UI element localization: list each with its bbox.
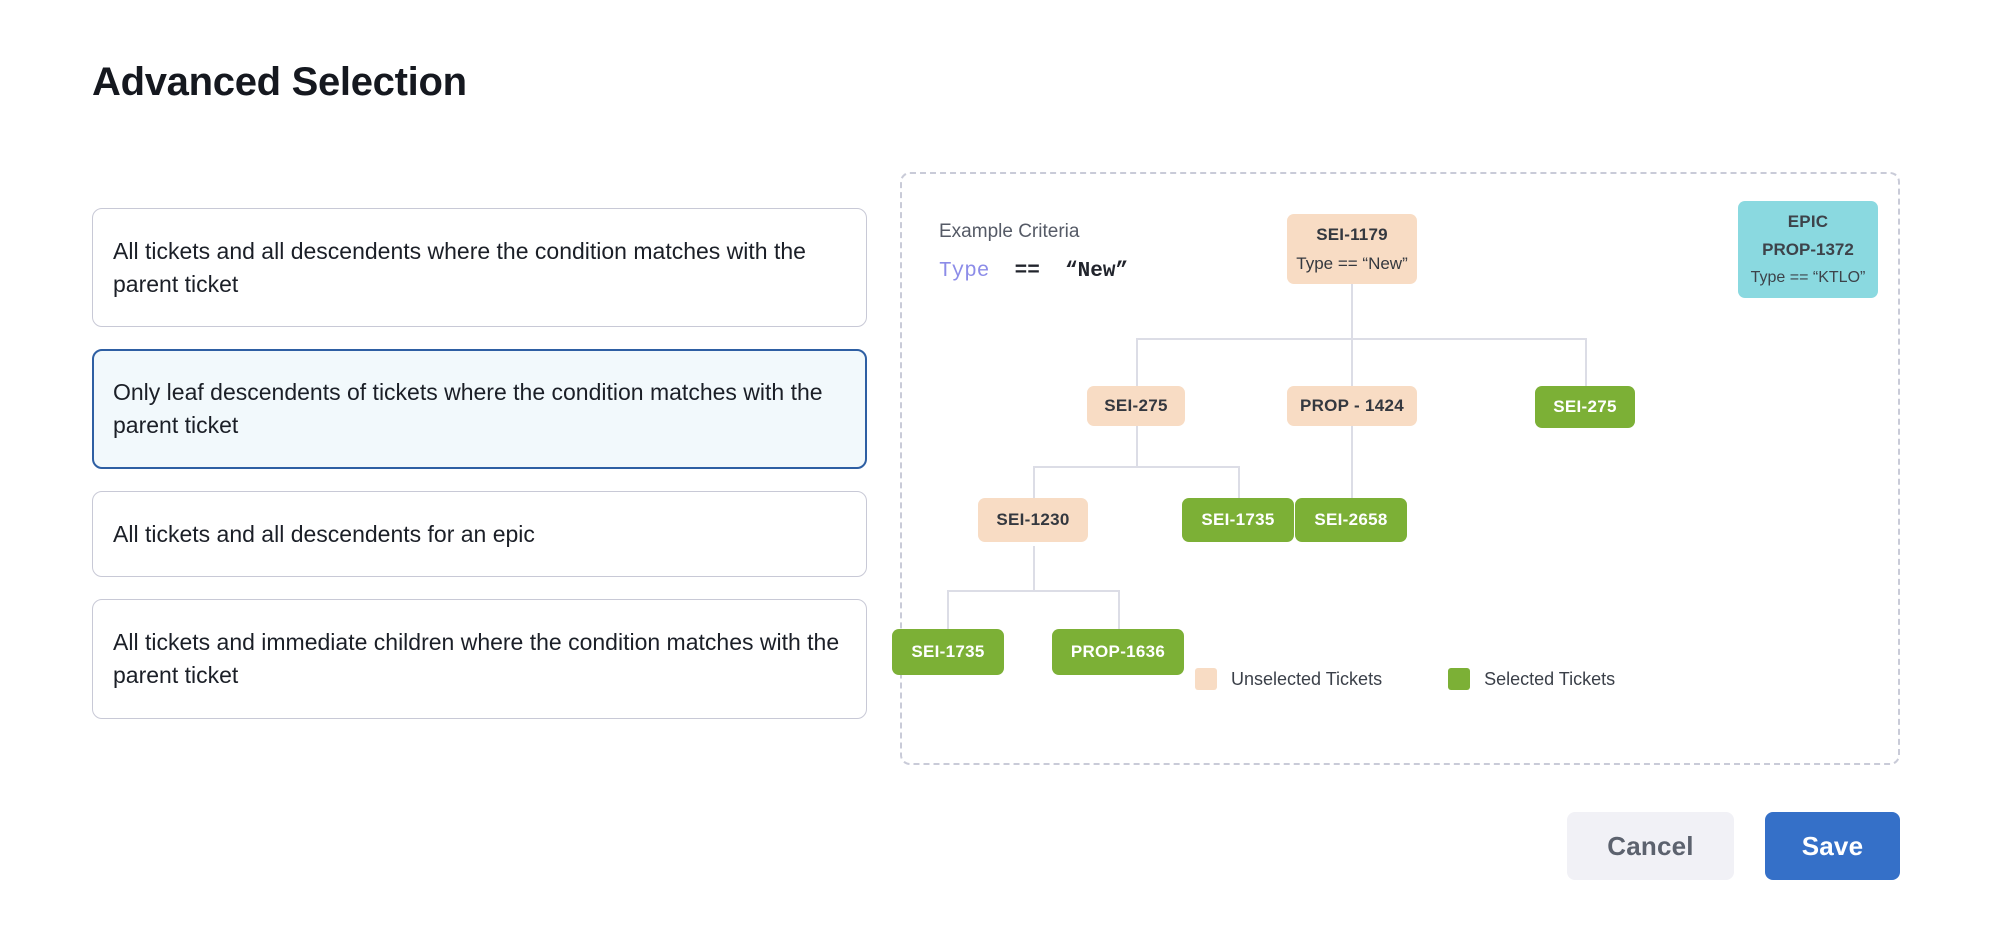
- tree-node-sei-275-b[interactable]: SEI-275: [1535, 386, 1635, 428]
- connector-sei1230-down: [1033, 546, 1035, 592]
- option-label: All tickets and all descendents where th…: [113, 238, 806, 297]
- connector-to-sei1735b: [947, 590, 949, 635]
- connector-sei275a-down: [1136, 421, 1138, 468]
- criteria-field: Type: [939, 260, 990, 283]
- connector-row2-bus: [1136, 338, 1586, 340]
- node-title: SEI-1179: [1316, 224, 1388, 244]
- legend-swatch-unselected-icon: [1195, 668, 1217, 690]
- tree-node-epic-prop-1372[interactable]: EPIC PROP-1372 Type == “KTLO”: [1738, 201, 1878, 298]
- connector-row4-bus: [947, 590, 1119, 592]
- save-button[interactable]: Save: [1765, 812, 1900, 880]
- node-title: SEI-1735: [911, 642, 985, 661]
- tree-node-prop-1636[interactable]: PROP-1636: [1052, 629, 1184, 675]
- connector-to-prop1636: [1118, 590, 1120, 635]
- node-epic-key: PROP-1372: [1762, 240, 1854, 259]
- tree-node-sei-1230[interactable]: SEI-1230: [978, 498, 1088, 542]
- selection-options-list: All tickets and all descendents where th…: [92, 208, 867, 741]
- connector-to-sei275a: [1136, 338, 1138, 388]
- node-title: SEI-275: [1104, 396, 1168, 415]
- legend-label: Selected Tickets: [1484, 668, 1616, 689]
- tree-node-sei-1179[interactable]: SEI-1179 Type == “New”: [1287, 214, 1417, 284]
- tree-node-sei-1735-a[interactable]: SEI-1735: [1182, 498, 1294, 542]
- tree-node-prop-1424[interactable]: PROP - 1424: [1287, 386, 1417, 426]
- option-card-immediate-children-condition[interactable]: All tickets and immediate children where…: [92, 599, 867, 719]
- option-card-all-descendents-epic[interactable]: All tickets and all descendents for an e…: [92, 490, 867, 578]
- node-title: PROP-1636: [1070, 642, 1166, 661]
- connector-row3-bus-left: [1033, 466, 1239, 468]
- legend-item-unselected: Unselected Tickets: [1195, 668, 1382, 690]
- connector-prop1424-to-sei2658: [1351, 421, 1353, 511]
- connector-to-sei1230: [1033, 466, 1035, 511]
- node-title: PROP - 1424: [1299, 396, 1405, 415]
- legend-swatch-selected-icon: [1448, 668, 1471, 690]
- example-diagram-panel: Example Criteria Type == “New” SEI-1179 …: [892, 172, 1900, 765]
- page-title: Advanced Selection: [92, 60, 467, 104]
- connector-to-sei1735a: [1238, 466, 1240, 511]
- tree-node-sei-275-a[interactable]: SEI-275: [1087, 386, 1185, 426]
- criteria-operator: ==: [1014, 260, 1040, 283]
- criteria-expression: Type == “New”: [939, 260, 1128, 283]
- tree-node-sei-2658[interactable]: SEI-2658: [1295, 498, 1407, 542]
- legend-item-selected: Selected Tickets: [1448, 668, 1615, 690]
- option-label: All tickets and immediate children where…: [113, 629, 840, 688]
- node-title: SEI-275: [1553, 397, 1617, 416]
- node-title: SEI-1230: [996, 510, 1070, 529]
- cancel-button[interactable]: Cancel: [1567, 812, 1734, 880]
- node-title: SEI-2658: [1314, 510, 1388, 529]
- legend-label: Unselected Tickets: [1231, 668, 1383, 689]
- option-card-all-descendents-condition[interactable]: All tickets and all descendents where th…: [92, 208, 867, 328]
- diagram-legend: Unselected Tickets Selected Tickets: [1195, 668, 1615, 690]
- criteria-label: Example Criteria: [939, 221, 1080, 242]
- node-epic-condition: Type == “KTLO”: [1750, 269, 1866, 286]
- option-label: Only leaf descendents of tickets where t…: [113, 379, 823, 438]
- connector-root-down: [1351, 280, 1353, 340]
- node-condition: Type == “New”: [1296, 253, 1408, 273]
- criteria-value: “New”: [1065, 260, 1129, 283]
- node-title: SEI-1735: [1201, 510, 1275, 529]
- option-label: All tickets and all descendents for an e…: [113, 520, 535, 547]
- option-card-leaf-descendents-condition[interactable]: Only leaf descendents of tickets where t…: [92, 349, 867, 469]
- connector-to-prop1424: [1351, 338, 1353, 388]
- node-epic-label: EPIC: [1787, 212, 1829, 231]
- tree-node-sei-1735-b[interactable]: SEI-1735: [892, 629, 1004, 675]
- dialog-footer: Cancel Save: [0, 812, 1900, 880]
- connector-to-sei275b: [1585, 338, 1587, 388]
